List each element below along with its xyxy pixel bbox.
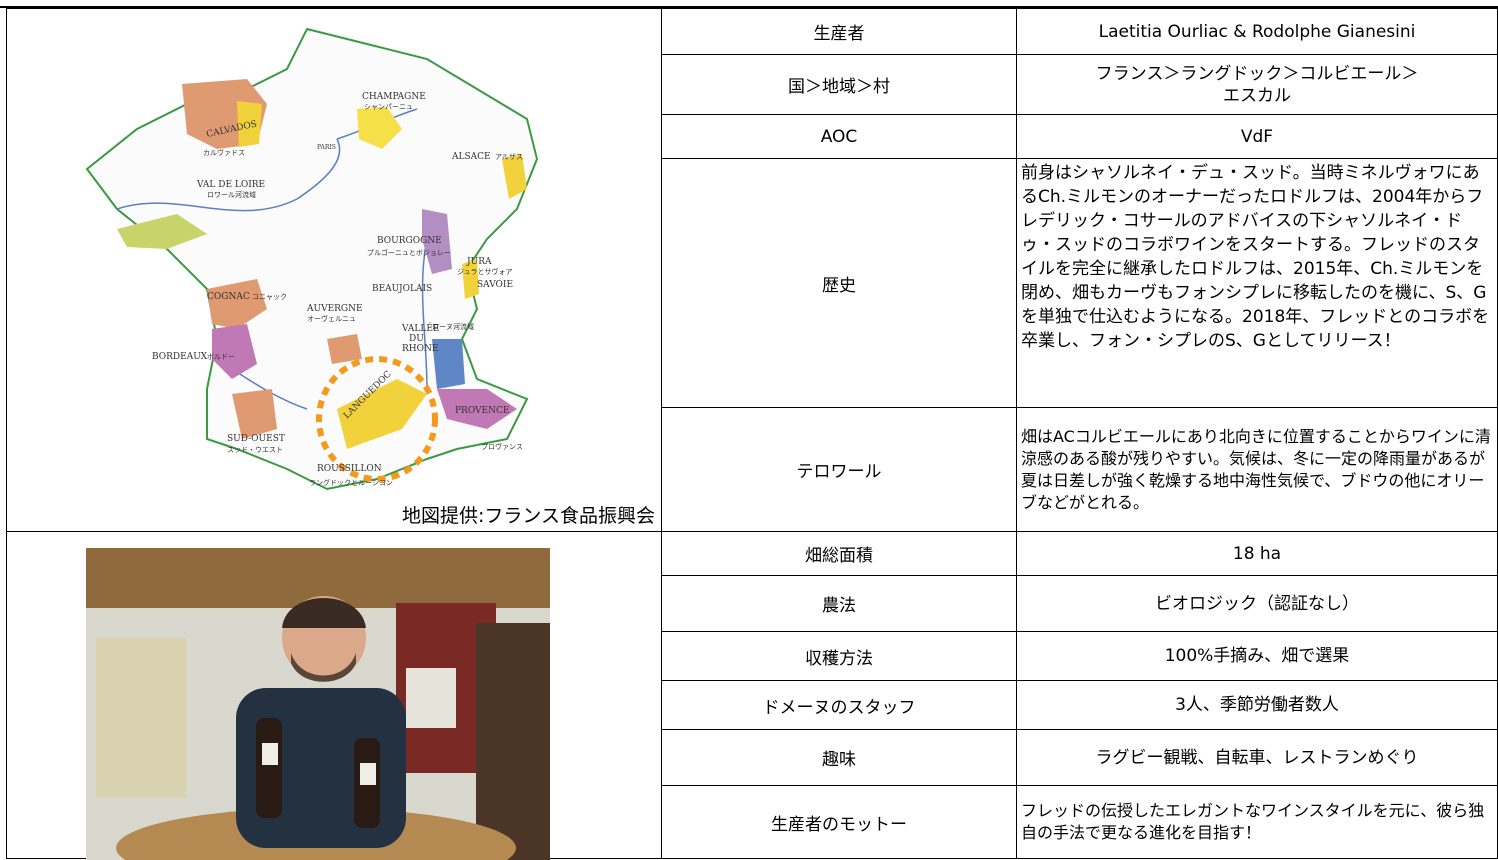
row-label: 趣味	[661, 729, 1017, 786]
row-label: ドメーヌのスタッフ	[661, 680, 1017, 730]
region-jura	[462, 259, 479, 299]
label-rhone-jp: ローヌ河流域	[432, 322, 474, 331]
region-sudouest	[232, 389, 277, 439]
label-beaujolais: BEAUJOLAIS	[372, 284, 432, 294]
label-savoie: SAVOIE	[477, 280, 513, 290]
river-rhone	[421, 238, 428, 390]
label-champagne: CHAMPAGNE	[362, 92, 426, 102]
label-loire: VAL DE LOIRE	[196, 180, 265, 190]
label-provence-jp: プロヴァンス	[481, 442, 523, 451]
label-rhone-3: RHONE	[402, 344, 438, 354]
row-label: 国＞地域＞村	[661, 54, 1017, 115]
label-roussillon: ROUSSILLON	[317, 464, 382, 474]
row-label: 歴史	[661, 158, 1017, 408]
label-auvergne-jp: オーヴェルニュ	[307, 314, 356, 323]
label-bordeaux-jp: ボルドー	[207, 353, 235, 361]
label-jura: JURA	[466, 257, 492, 267]
label-alsace-jp: アルザス	[495, 153, 523, 161]
row-value: 3人、季節労働者数人	[1016, 680, 1498, 730]
label-champagne-jp: シャンパーニュ	[364, 103, 413, 111]
label-rhone-2: DU	[409, 334, 424, 344]
row-value: フランス＞ラングドック＞コルビエール＞ エスカル	[1016, 54, 1498, 115]
map-cell: CALVADOS カルヴァドス CHAMPAGNE シャンパーニュ PARIS …	[6, 8, 662, 532]
label-bordeaux: BORDEAUX	[152, 352, 208, 362]
label-rhone-1: VALLÉE	[401, 322, 439, 334]
region-rhone	[432, 339, 465, 389]
france-outline	[85, 27, 539, 491]
row-value: 100%手摘み、畑で選果	[1016, 631, 1498, 681]
label-cognac: COGNAC	[207, 292, 250, 302]
label-provence: PROVENCE	[455, 406, 509, 416]
france-wine-map: CALVADOS カルヴァドス CHAMPAGNE シャンパーニュ PARIS …	[85, 27, 539, 491]
row-value: Laetitia Ourliac & Rodolphe Gianesini	[1016, 8, 1498, 55]
row-value: ビオロジック（認証なし）	[1016, 575, 1498, 632]
label-loire-jp: ロワール河流域	[207, 190, 256, 199]
map-caption: 地図提供:フランス食品振興会	[401, 505, 655, 527]
row-label: 農法	[661, 575, 1017, 632]
label-auvergne: AUVERGNE	[306, 304, 363, 314]
region-auvergne	[327, 334, 362, 364]
region-provence	[437, 389, 517, 429]
region-bordeaux	[212, 324, 257, 379]
top-border	[0, 0, 1498, 8]
row-value: 18 ha	[1016, 531, 1498, 576]
region-alsace	[502, 154, 527, 199]
region-calvados-yellow	[237, 101, 262, 147]
river-loire	[116, 138, 341, 212]
region-bourgogne	[422, 209, 452, 274]
region-languedoc	[337, 379, 427, 449]
row-label: 畑総面積	[661, 531, 1017, 576]
label-paris: PARIS	[317, 144, 336, 151]
region-champagne	[357, 107, 402, 149]
row-value: 畑はACコルビエールにあり北向きに位置することからワインに清涼感のある酸が残りや…	[1016, 407, 1498, 532]
row-label: 生産者のモットー	[661, 785, 1017, 859]
label-sudouest-jp: スッド・ウエスト	[227, 446, 283, 454]
label-roussillon-jp: ラングドックとルーシヨン	[309, 478, 393, 487]
label-calvados-jp: カルヴァドス	[203, 148, 245, 157]
label-cognac-jp: コニャック	[252, 293, 287, 301]
label-sudouest: SUD-OUEST	[227, 434, 285, 444]
region-loire	[117, 214, 207, 249]
languedoc-highlight	[316, 356, 438, 482]
row-value: フレッドの伝授したエレガントなワインスタイルを元に、彼ら独自の手法で更なる進化を…	[1016, 785, 1498, 859]
label-jura-jp: ジュラとサヴォア	[457, 267, 513, 276]
row-value: ラグビー観戦、自転車、レストランめぐり	[1016, 729, 1498, 786]
label-alsace: ALSACE	[451, 152, 491, 162]
label-bourgogne-jp: ブルゴーニュとボジョレー	[367, 248, 451, 257]
producer-photo	[86, 548, 550, 860]
row-value: 前身はシャソルネイ・デュ・スッド。当時ミネルヴォワにあるCh.ミルモンのオーナー…	[1016, 158, 1498, 408]
row-label: AOC	[661, 114, 1017, 159]
row-label: 収穫方法	[661, 631, 1017, 681]
row-value: VdF	[1016, 114, 1498, 159]
photo-cell	[6, 531, 662, 860]
region-cognac	[207, 279, 267, 329]
label-bourgogne: BOURGOGNE	[377, 236, 442, 246]
row-label: 生産者	[661, 8, 1017, 55]
row-label: テロワール	[661, 407, 1017, 532]
